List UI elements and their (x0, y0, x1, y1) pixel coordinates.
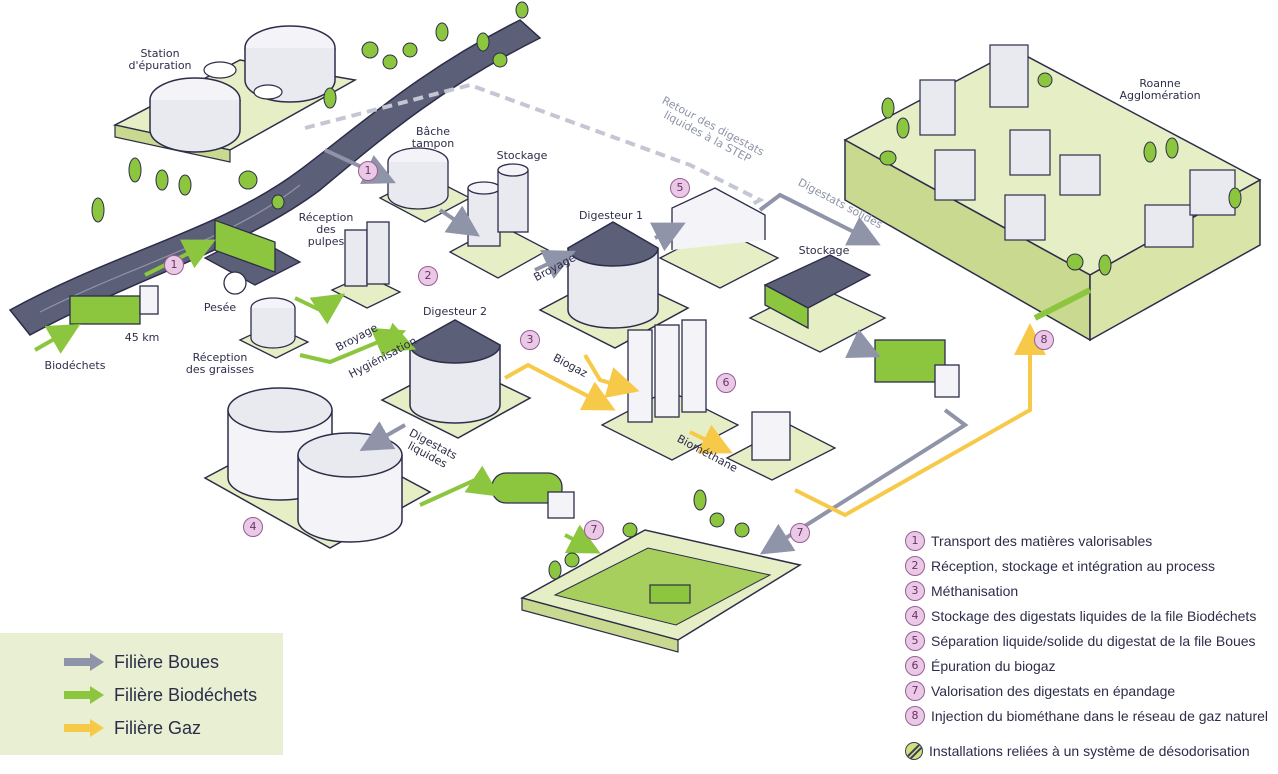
key-text: Séparation liquide/solide du digestat de… (931, 633, 1256, 649)
station-epuration (112, 25, 358, 163)
arrow-boues-4 (649, 222, 686, 252)
key-item: 1 Transport des matières valorisables (905, 530, 1152, 552)
epandage-field (520, 529, 802, 653)
legend-item-biodechets: Filière Biodéchets (62, 683, 257, 707)
key-number: 1 (905, 531, 925, 551)
key-text: Valorisation des digestats en épandage (931, 683, 1176, 699)
label-reception-pulpes: Réception des pulpes (298, 211, 354, 248)
label-stockage-right: Stockage (798, 244, 850, 257)
key-number: 7 (905, 681, 925, 701)
badge-7-road: 7 (790, 523, 810, 543)
key-text: Injection du biométhane dans le réseau d… (931, 708, 1269, 724)
legend-item-gaz: Filière Gaz (62, 716, 201, 740)
deodorization-icon (905, 742, 923, 760)
arrow-boues-7 (759, 408, 969, 555)
solids-truck (874, 339, 960, 398)
key-number: 2 (905, 556, 925, 576)
gas-pipe (1033, 287, 1092, 321)
arrow-bio-6 (419, 465, 500, 507)
label-km: 45 km (124, 331, 160, 344)
roanne-agglomeration (843, 44, 1262, 342)
stockage-digestats-solides (748, 254, 887, 353)
label-pesee: Pesée (203, 301, 237, 314)
key-item: 5 Séparation liquide/solide du digestat d… (905, 630, 1256, 652)
arrow-boues-2 (438, 205, 480, 237)
pesee-truck (203, 219, 302, 295)
arrow-bio-5 (379, 322, 417, 353)
badge-8: 8 (1034, 330, 1054, 350)
key-odor-note: Installations reliées à un système de dé… (905, 740, 1250, 762)
arrow-gaz-1 (504, 362, 616, 411)
arrow-gaz-3 (689, 424, 733, 454)
key-text: Méthanisation (931, 583, 1019, 599)
key-text: Épuration du biogaz (931, 658, 1056, 674)
arrow-bio-1 (34, 324, 81, 354)
reception-graisses (238, 297, 310, 359)
key-number: 4 (905, 606, 925, 626)
arrow-gaz-4 (794, 323, 1046, 518)
label-roanne: Roanne Agglomération (1119, 77, 1201, 102)
arrow-bio-4 (299, 327, 407, 365)
arrow-bio-7 (564, 524, 601, 554)
key-item: 8 Injection du biométhane dans le réseau … (905, 705, 1268, 727)
badge-7-field: 7 (584, 520, 604, 540)
key-number: 5 (905, 631, 925, 651)
stockage-top-silos (448, 163, 550, 279)
legend-label: Filière Boues (114, 651, 220, 672)
legend: Filière Boues Filière Biodéchets Filière… (0, 633, 283, 755)
label-reception-graisses: Réception des graisses (185, 351, 255, 376)
reception-pulpes (330, 221, 402, 309)
legend-label: Filière Gaz (114, 717, 202, 738)
digesteur-2 (380, 319, 532, 439)
key-item: 7 Valorisation des digestats en épandage (905, 680, 1175, 702)
key-number: 8 (905, 706, 925, 726)
key-item: 3 Méthanisation (905, 580, 1018, 602)
key-text: Installations reliées à un système de dé… (929, 743, 1250, 759)
key-item: 4 Stockage des digestats liquides de la f… (905, 605, 1256, 627)
badge-4: 4 (243, 517, 263, 537)
digesteur-1 (538, 221, 690, 349)
label-bache-tampon: Bâche tampon (411, 125, 455, 150)
key-text: Transport des matières valorisables (931, 533, 1153, 549)
label-biodechets: Biodéchets (44, 359, 106, 372)
arrow-icon (64, 686, 104, 704)
label-digesteur-1: Digesteur 1 (578, 209, 644, 222)
key-item: 6 Épuration du biogaz (905, 655, 1056, 677)
key-text: Stockage des digestats liquides de la fi… (931, 608, 1257, 624)
arrow-grey-liquid (359, 421, 406, 451)
arrow-boues-3 (534, 249, 576, 279)
arrow-icon (64, 653, 104, 671)
stockage-digestats-liquides (203, 387, 432, 549)
trees (91, 1, 1242, 580)
arrow-bio-3 (294, 293, 345, 325)
key-item: 2 Réception, stockage et intégration au p… (905, 555, 1215, 577)
legend-label: Filière Biodéchets (114, 684, 258, 705)
badge-6: 6 (716, 373, 736, 393)
arrow-boues-5 (758, 192, 881, 246)
arrow-gaz-2 (583, 353, 640, 398)
key-number: 6 (905, 656, 925, 676)
arrow-boues-6 (845, 329, 881, 359)
label-stockage-top: Stockage (496, 149, 548, 162)
badge-1-top: 1 (358, 161, 378, 181)
bache-tampon (378, 147, 472, 223)
badge-1-left: 1 (164, 255, 184, 275)
separation-hall (658, 187, 780, 289)
badge-2: 2 (418, 266, 438, 286)
legend-item-boues: Filière Boues (62, 650, 219, 674)
label-digesteur-2: Digesteur 2 (422, 305, 488, 318)
injection-station (725, 411, 837, 481)
biodechets-truck (69, 285, 159, 325)
tanker-truck (491, 472, 575, 519)
badge-5: 5 (670, 178, 690, 198)
badge-3: 3 (520, 330, 540, 350)
key-number: 3 (905, 581, 925, 601)
arrow-icon (64, 719, 104, 737)
key-text: Réception, stockage et intégration au pr… (931, 558, 1216, 574)
label-station-epuration: Station d'épuration (128, 47, 192, 72)
